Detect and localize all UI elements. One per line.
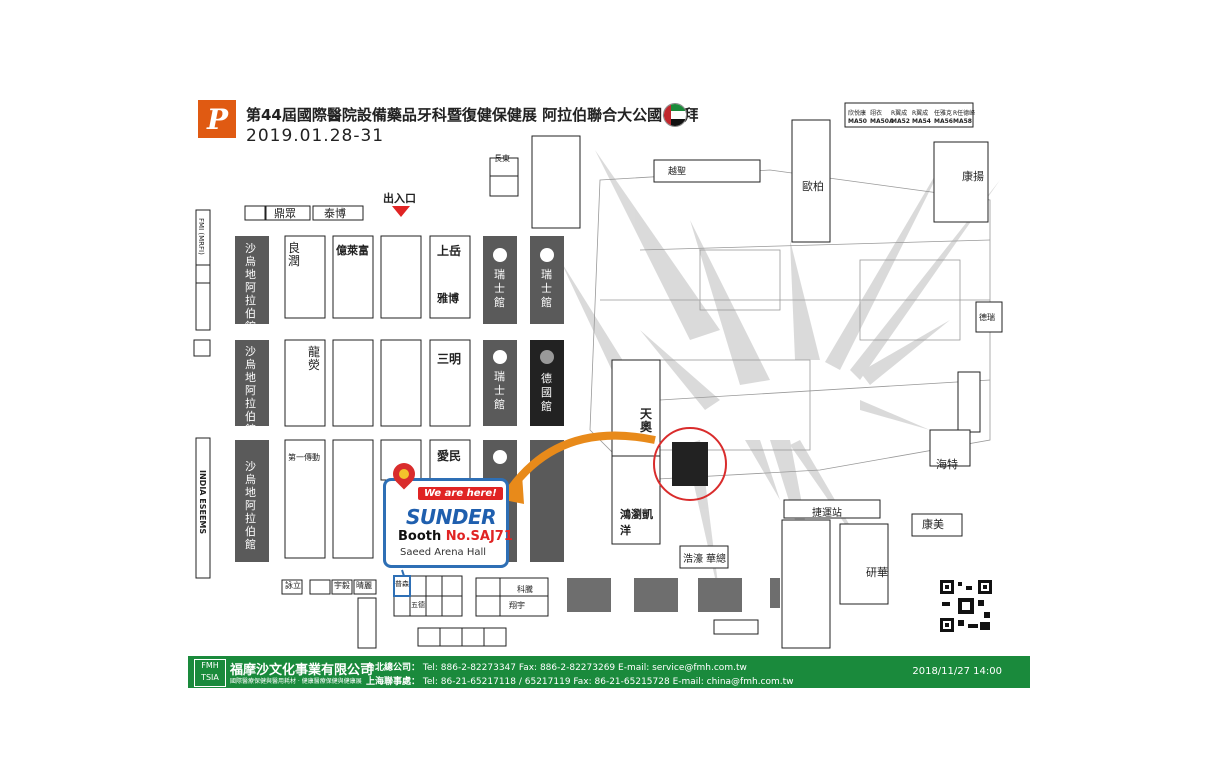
saudi-pavilion-label: 沙烏地阿拉伯館 — [245, 460, 256, 551]
india-label: INDIA ESEEMS — [198, 470, 207, 535]
timestamp: 2018/11/27 14:00 — [912, 666, 1002, 677]
shanghai-contact: 上海聯事處： Tel: 86-21-65217118 / 65217119 Fa… — [366, 674, 794, 687]
booth-label: 歐柏 — [802, 180, 824, 193]
booth-no: No.SAJ71 — [445, 529, 513, 544]
booth-label: 第一傳動 — [288, 453, 320, 462]
booth-label: 詠立 — [285, 581, 301, 590]
entrance-marker-icon — [392, 206, 410, 217]
booth-code: MA56 — [934, 118, 953, 125]
taipei-contact: 台北總公司： Tel: 886-2-82273347 Fax: 886-2-82… — [366, 660, 747, 673]
booth-label: 捷運站 — [812, 508, 842, 519]
booth-label: 研華 — [866, 566, 888, 579]
saudi-pavilion-label: 沙烏地阿拉伯館 — [245, 345, 256, 436]
german-flag-icon — [540, 350, 554, 364]
booth-label: 科騰 — [517, 585, 533, 594]
booth-label: 康揚 — [962, 170, 984, 183]
booth-label: 德瑞 — [979, 313, 995, 322]
booth-callout: We are here! SUNDER Booth No.SAJ71 Saeed… — [383, 478, 513, 568]
left-hall — [193, 102, 1003, 649]
footer-bar: FMH TSIA 福摩沙文化事業有限公司 國際醫療保健與醫用耗材 · 健康醫療保… — [188, 656, 1030, 688]
booth-code: MA54 — [912, 118, 931, 125]
booth-label: 良潤 — [288, 241, 301, 268]
swiss-pavilion-label: 瑞士館 — [494, 370, 505, 411]
page-title: 第44屆國際醫院設備藥品牙科暨復健保健展 阿拉伯聯合大公國-杜拜 — [246, 106, 699, 124]
booth-label: 龍熒 — [308, 345, 321, 372]
booth-label: 任雅克 — [934, 110, 953, 117]
booth-label: 愛民 — [437, 449, 462, 463]
booth-label: 億萊富 — [336, 244, 369, 257]
booth-label: 鴻瀏凱洋 — [620, 508, 653, 537]
event-date: 2019.01.28-31 — [246, 126, 385, 146]
booth-code: MA50A — [870, 118, 894, 125]
hall-name: Saeed Arena Hall — [400, 547, 487, 558]
booth-label: 浩濠 — [683, 554, 703, 565]
booth-label: 長東 — [494, 154, 510, 163]
booth-label: 翊衣 — [870, 110, 883, 117]
booth-label: 五德 — [411, 601, 425, 609]
booth-label: 鼎眾 — [274, 207, 296, 220]
qr-code-icon — [938, 578, 994, 634]
booth-code: MA50 — [848, 118, 867, 125]
taipei-details: Tel: 886-2-82273347 Fax: 886-2-82273269 … — [422, 663, 747, 673]
we-are-here-tag: We are here! — [418, 487, 503, 500]
booth-prefix: Booth — [398, 529, 442, 544]
booth-label: 越聖 — [668, 167, 687, 177]
fmi-label: FMI (MRFI) — [197, 218, 205, 255]
booth-code: MA58 — [953, 118, 972, 125]
booth-label: 欣悦康 — [848, 110, 867, 117]
booth-number: Booth No.SAJ71 — [398, 529, 513, 544]
booth-label: 翔宇 — [509, 601, 525, 610]
shanghai-details: Tel: 86-21-65217118 / 65217119 Fax: 86-2… — [422, 677, 794, 687]
sunder-booth-highlight — [393, 575, 411, 597]
booth-label: 宇毅 — [334, 581, 350, 590]
callout-pointer — [401, 569, 405, 577]
booth-label: 海特 — [936, 458, 958, 471]
swiss-pavilion-label: 瑞士館 — [494, 268, 505, 309]
booth-label: R翼成 — [891, 110, 908, 117]
booth-label: 康美 — [922, 518, 944, 531]
footer-logo: FMH TSIA — [194, 659, 226, 687]
pavilion-blocks — [235, 236, 780, 612]
booth-label: 華總 — [706, 554, 726, 565]
company-tagline: 國際醫療保健與醫用耗材 · 健康醫療保健與健康展 — [230, 678, 362, 685]
booth-label: 泰博 — [324, 207, 346, 220]
booth-label: 天奧 — [640, 407, 653, 434]
highlight-booth-grid — [672, 442, 708, 486]
taipei-label: 台北總公司： — [366, 663, 421, 673]
saudi-pavilion-label: 沙烏地阿拉伯館 — [245, 242, 256, 333]
booth-label: R任德峰 — [953, 110, 976, 117]
booth-label: 雅博 — [437, 292, 459, 305]
swiss-cross-icons — [493, 248, 554, 464]
brand-logo: SUNDER — [406, 505, 497, 529]
uae-flag-icon — [663, 103, 687, 127]
organizer-logo: P — [198, 100, 236, 138]
swiss-pavilion-label: 瑞士館 — [541, 268, 552, 309]
company-name: 福摩沙文化事業有限公司 — [230, 663, 374, 678]
booth-code: MA52 — [891, 118, 910, 125]
entrance-label: 出入口 — [383, 192, 416, 205]
booth-label: 晴麗 — [356, 581, 372, 590]
booth-label: R翼成 — [912, 110, 929, 117]
booth-label: 三明 — [437, 352, 462, 366]
german-pavilion-label: 德國館 — [541, 372, 552, 413]
location-highlight-circle — [653, 427, 727, 501]
shanghai-label: 上海聯事處： — [366, 677, 421, 687]
booth-label: 上岳 — [437, 244, 462, 258]
booth-label: 普森 — [395, 580, 409, 588]
